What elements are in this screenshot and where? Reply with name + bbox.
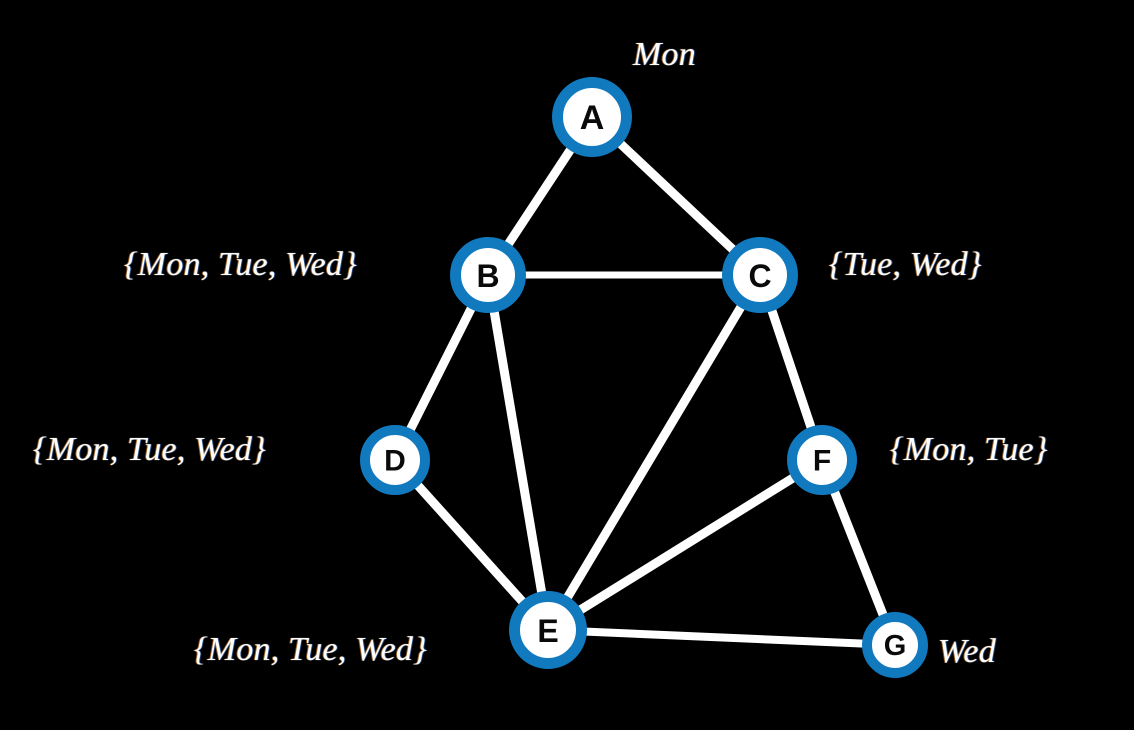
domain-label-d: {Mon, Tue, Wed} bbox=[33, 431, 266, 468]
node-circle-f bbox=[787, 425, 857, 495]
node-circle-c bbox=[722, 237, 798, 313]
edges-group bbox=[390, 112, 900, 650]
edge-b-e bbox=[483, 270, 553, 635]
node-circle-e bbox=[509, 591, 587, 669]
node-d[interactable]: D bbox=[360, 425, 430, 495]
node-label-b: B bbox=[476, 258, 499, 294]
node-a[interactable]: A bbox=[552, 77, 632, 157]
node-label-a: A bbox=[580, 99, 605, 137]
domain-label-f: {Mon, Tue} bbox=[890, 431, 1048, 468]
edge-e-g bbox=[544, 626, 899, 649]
edge-c-e bbox=[543, 270, 765, 635]
node-e[interactable]: E bbox=[509, 591, 587, 669]
node-f[interactable]: F bbox=[787, 425, 857, 495]
node-label-f: F bbox=[813, 445, 831, 478]
node-circle-b bbox=[450, 237, 526, 313]
node-circle-g bbox=[862, 612, 928, 678]
nodes-group: A B C D E F G bbox=[360, 77, 928, 678]
domain-label-a: Mon bbox=[633, 36, 696, 73]
edge-e-f bbox=[543, 455, 827, 635]
node-label-c: C bbox=[748, 258, 771, 294]
node-c[interactable]: C bbox=[722, 237, 798, 313]
node-b[interactable]: B bbox=[450, 237, 526, 313]
domain-label-g: Wed bbox=[938, 633, 996, 670]
node-g[interactable]: G bbox=[862, 612, 928, 678]
node-circle-d bbox=[360, 425, 430, 495]
domain-label-e: {Mon, Tue, Wed} bbox=[194, 631, 427, 668]
domain-label-c: {Tue, Wed} bbox=[829, 246, 982, 283]
node-label-d: D bbox=[384, 445, 406, 478]
node-label-e: E bbox=[537, 613, 558, 649]
node-label-g: G bbox=[884, 630, 907, 662]
domain-label-b: {Mon, Tue, Wed} bbox=[124, 246, 357, 283]
node-circle-a bbox=[552, 77, 632, 157]
